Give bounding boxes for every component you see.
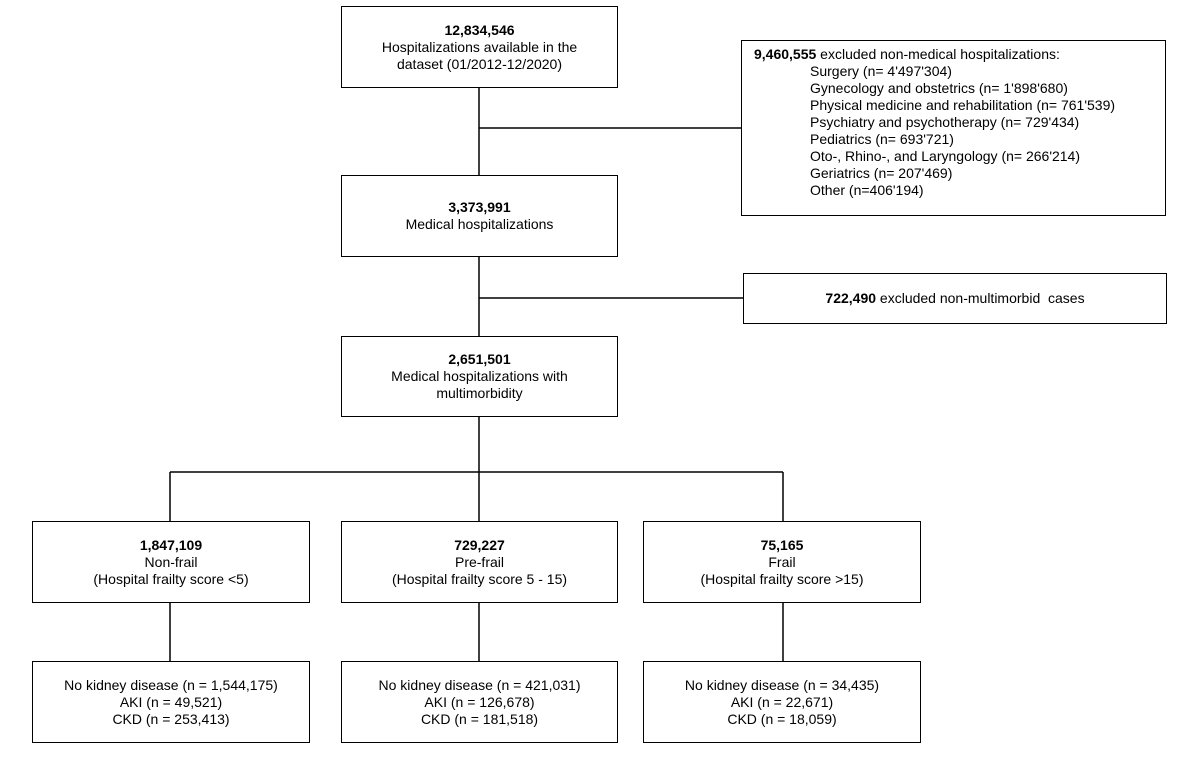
multimorbid-hospitalizations-box: 2,651,501 Medical hospitalizations with … [341, 336, 618, 417]
frail-label: Frail [768, 553, 796, 570]
excluded-non-medical-list: Surgery (n= 4'497'304) Gynecology and ob… [754, 63, 1115, 199]
excluded-item: Oto-, Rhino-, and Laryngology (n= 266'21… [810, 148, 1081, 164]
prefrail-aki: AKI (n = 126,678) [424, 693, 535, 710]
nonfrail-count: 1,847,109 [139, 536, 203, 553]
total-text-line-1: Hospitalizations available in the [381, 38, 578, 55]
multimorbid-text-line-2: multimorbidity [436, 385, 523, 401]
total-text-line-2: dataset (01/2012-12/2020) [396, 55, 562, 72]
frail-kidney-box: No kidney disease (n = 34,435) AKI (n = … [643, 661, 921, 743]
nonfrail-label: Non-frail [144, 553, 198, 570]
medical-text-line-1: Medical hospitalizations [405, 216, 554, 232]
nonfrail-no-kidney-disease: No kidney disease (n = 1,544,175) [64, 676, 278, 693]
frail-box: 75,165 Frail (Hospital frailty score >15… [643, 521, 921, 603]
nonfrail-score: (Hospital frailty score <5) [93, 570, 249, 587]
excluded-non-medical-header: 9,460,555 excluded non-medical hospitali… [754, 46, 1060, 63]
excluded-item: Psychiatry and psychotherapy (n= 729'434… [810, 114, 1080, 130]
prefrail-ckd: CKD (n = 181,518) [420, 710, 539, 727]
frail-aki: AKI (n = 22,671) [730, 693, 834, 710]
frail-score: (Hospital frailty score >15) [700, 570, 864, 587]
excluded-non-multimorbid-count: 722,490 [825, 290, 877, 306]
medical-count: 3,373,991 [448, 199, 511, 215]
excluded-non-medical-box: 9,460,555 excluded non-medical hospitali… [741, 40, 1166, 216]
prefrail-count: 729,227 [454, 536, 505, 553]
prefrail-score: (Hospital frailty score 5 - 15) [391, 570, 568, 587]
nonfrail-box: 1,847,109 Non-frail (Hospital frailty sc… [32, 521, 310, 603]
frail-count: 75,165 [760, 536, 804, 553]
excluded-item: Other (n=406'194) [810, 182, 924, 198]
multimorbid-count: 2,651,501 [448, 351, 511, 367]
excluded-item: Pediatrics (n= 693'721) [810, 131, 954, 147]
frail-ckd: CKD (n = 18,059) [727, 710, 837, 727]
excluded-non-multimorbid-box: 722,490 excluded non-multimorbid cases [743, 273, 1167, 324]
nonfrail-aki: AKI (n = 49,521) [119, 693, 223, 710]
excluded-item: Physical medicine and rehabilitation (n=… [810, 97, 1116, 113]
excluded-item: Gynecology and obstetrics (n= 1'898'680) [810, 80, 1068, 96]
frail-no-kidney-disease: No kidney disease (n = 34,435) [684, 676, 880, 693]
nonfrail-ckd: CKD (n = 253,413) [112, 710, 230, 727]
excluded-non-medical-count: 9,460,555 [754, 46, 817, 62]
excluded-item: Surgery (n= 4'497'304) [810, 63, 952, 79]
total-count: 12,834,546 [444, 21, 515, 38]
medical-hospitalizations-box: 3,373,991 Medical hospitalizations [341, 175, 618, 257]
excluded-non-medical-label: excluded non-medical hospitalizations: [816, 46, 1060, 62]
prefrail-kidney-box: No kidney disease (n = 421,031) AKI (n =… [341, 661, 618, 743]
total-hospitalizations-box: 12,834,546 Hospitalizations available in… [341, 6, 618, 88]
prefrail-no-kidney-disease: No kidney disease (n = 421,031) [378, 676, 581, 693]
prefrail-label: Pre-frail [454, 553, 504, 570]
multimorbid-text-line-1: Medical hospitalizations with [391, 368, 568, 384]
excluded-non-multimorbid-label: excluded non-multimorbid cases [876, 290, 1085, 306]
excluded-item: Geriatrics (n= 207'469) [810, 165, 953, 181]
prefrail-box: 729,227 Pre-frail (Hospital frailty scor… [341, 521, 618, 603]
nonfrail-kidney-box: No kidney disease (n = 1,544,175) AKI (n… [32, 661, 310, 743]
